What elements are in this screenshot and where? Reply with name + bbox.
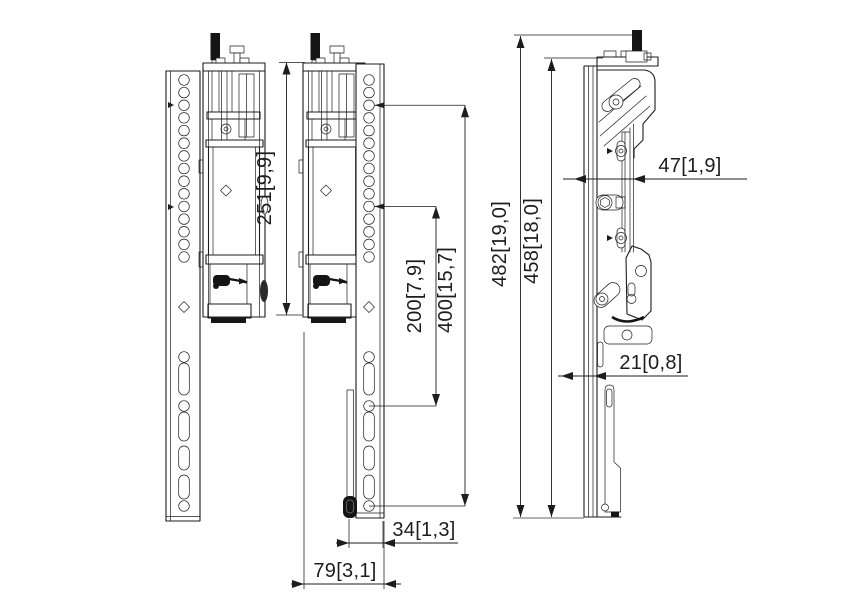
vesa-rail-left: [165, 70, 201, 522]
dimension-458: 458[18,0]: [521, 57, 603, 517]
dim-label-458: 458[18,0]: [521, 198, 543, 284]
release-pin-side: [632, 30, 642, 54]
dim-label-200: 200[7,9]: [404, 259, 426, 334]
dim-label-21: 21[0,8]: [619, 352, 682, 374]
front-view-bracket-extended: [297, 31, 385, 519]
carriage-bolt: [607, 227, 627, 249]
strap-bar: [346, 389, 354, 498]
tilt-bolt: [608, 94, 624, 110]
plate-slot: [597, 341, 604, 368]
dimension-47: 47[1,9]: [563, 155, 747, 183]
dimension-79: 79[3,1]: [291, 332, 401, 589]
strap-end-pin: [343, 496, 357, 518]
dim-label-400: 400[15,7]: [435, 247, 457, 333]
lower-hook: [593, 245, 653, 345]
front-view-bracket-raised: [165, 31, 270, 522]
dim-label-251: 251[9,9]: [254, 151, 276, 226]
dim-label-34: 34[1,3]: [392, 519, 455, 541]
dimension-200: 200[7,9]: [369, 203, 440, 407]
vesa-rail-right: [355, 63, 385, 519]
carriage-bolt: [607, 140, 627, 162]
dimension-251: 251[9,9]: [254, 62, 305, 316]
dimension-21: 21[0,8]: [558, 352, 688, 380]
dimension-400: 400[15,7]: [369, 102, 469, 507]
wall-plate: [583, 65, 598, 518]
index-mark: [168, 102, 174, 108]
dim-label-47: 47[1,9]: [658, 155, 721, 177]
bottom-flange: [596, 384, 622, 518]
hook-screw: [595, 194, 626, 211]
dim-label-482: 482[19,0]: [489, 201, 511, 287]
rail-profile: [621, 123, 634, 253]
dimension-34: 34[1,3]: [336, 519, 458, 548]
index-mark: [168, 204, 174, 210]
pin-base: [625, 50, 648, 63]
upper-arm: [596, 69, 656, 159]
dim-label-79: 79[3,1]: [313, 560, 376, 582]
dimension-482: 482[19,0]: [489, 34, 634, 519]
side-view: [583, 30, 659, 518]
tilt-slot: [601, 78, 641, 112]
